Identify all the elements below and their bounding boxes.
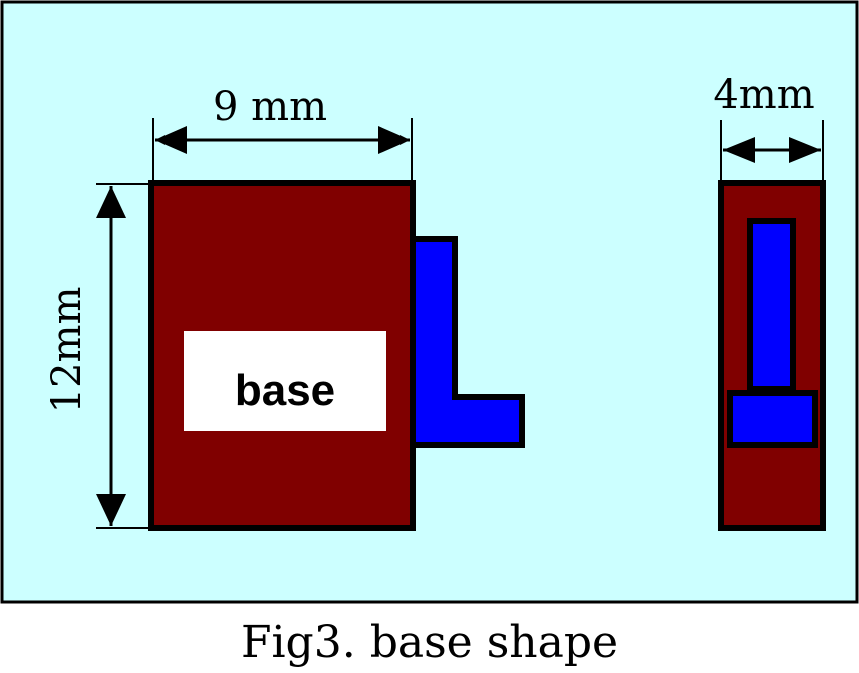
- height-dimension-label: 12mm: [44, 287, 90, 414]
- height-arrowhead-top: [96, 186, 126, 218]
- width-dimension-label: 9 mm: [213, 84, 327, 130]
- height-arrowhead-bottom: [96, 494, 126, 526]
- thickness-dimension-label: 4mm: [713, 72, 814, 118]
- thickness-arrowhead-left: [723, 137, 755, 163]
- side-blue-vertical-bar: [747, 218, 796, 392]
- side-blue-horizontal-block: [727, 390, 818, 448]
- figure-caption: Fig3. base shape: [240, 617, 619, 668]
- width-arrowhead-right: [378, 126, 410, 154]
- figure-panel: base 9 mm 12mm: [0, 0, 859, 604]
- base-label-box: [184, 331, 386, 431]
- thickness-arrowhead-right: [789, 137, 821, 163]
- base-label: base: [235, 366, 335, 415]
- width-arrowhead-left: [155, 126, 187, 154]
- side-view: 4mm: [713, 72, 826, 531]
- diagram-canvas: base 9 mm 12mm: [0, 0, 859, 604]
- front-view: base 9 mm 12mm: [44, 84, 525, 531]
